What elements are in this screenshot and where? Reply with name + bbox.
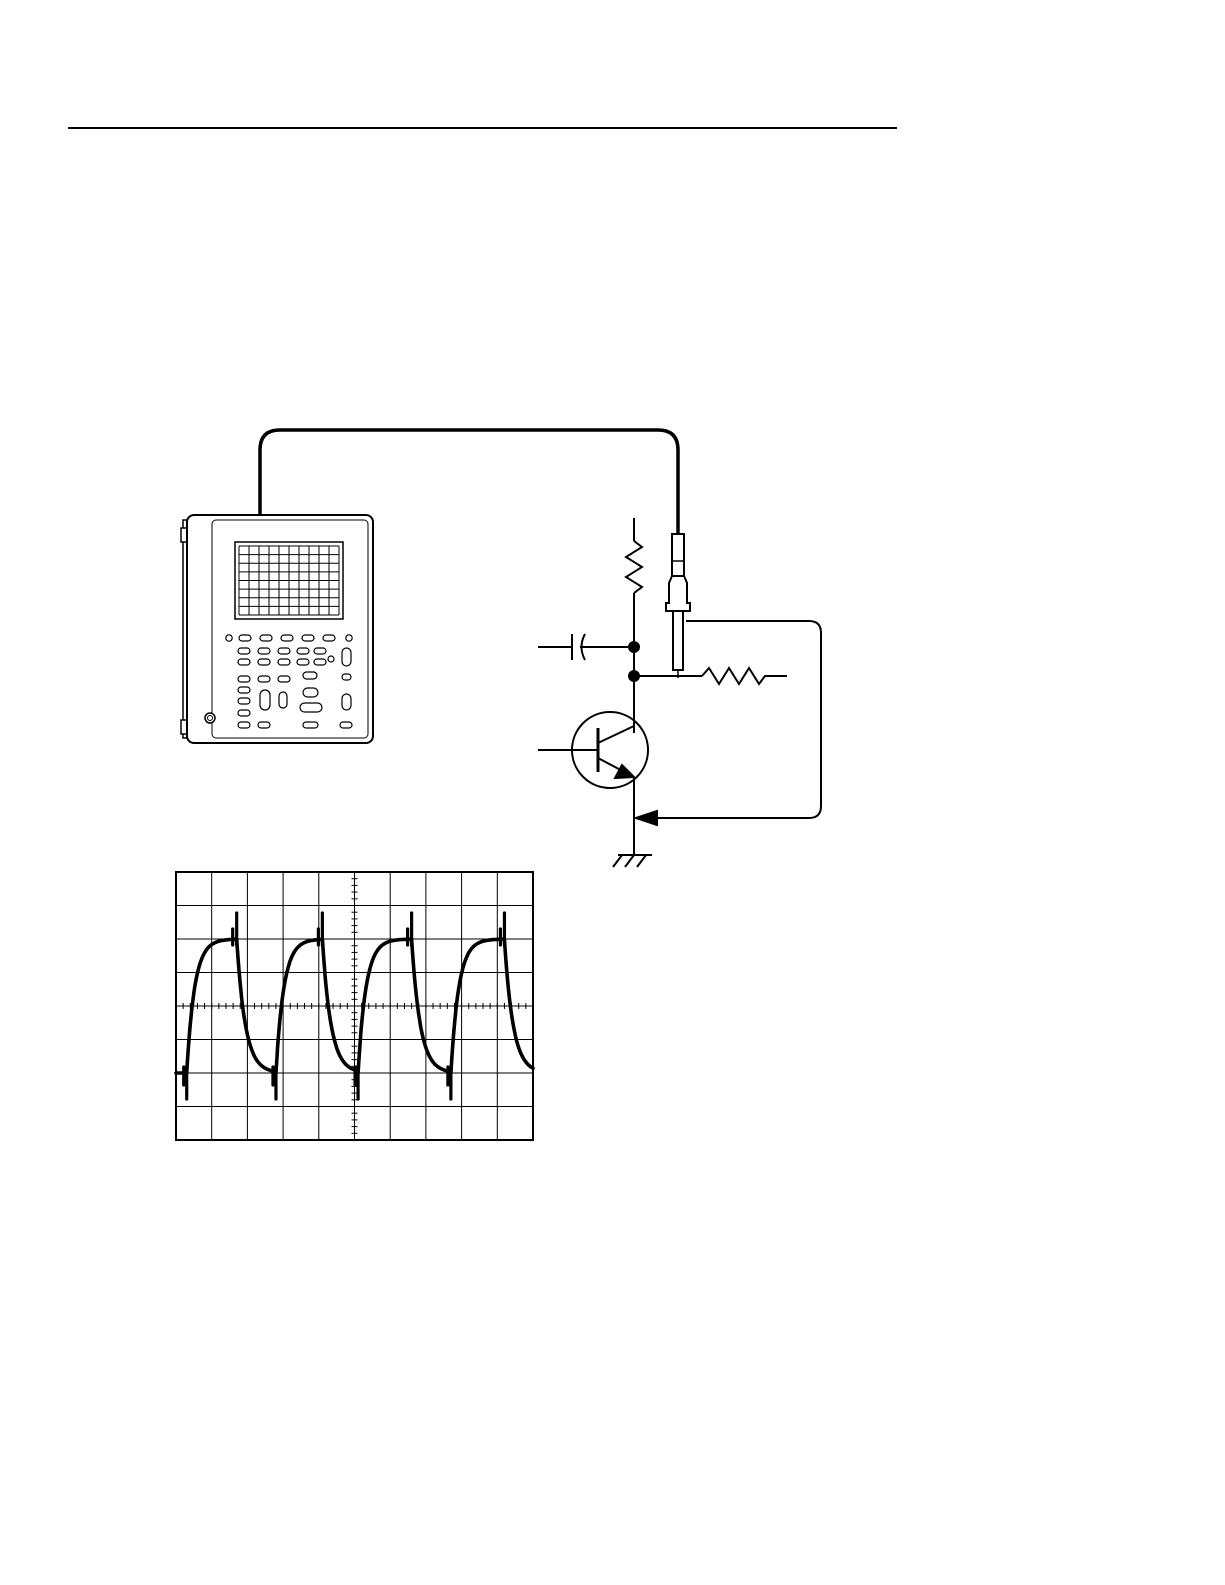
keypad-tall-key	[342, 694, 351, 710]
instrument-power-indicator-inner	[208, 716, 213, 721]
keypad-key	[258, 648, 270, 654]
keypad-key	[297, 648, 309, 654]
keypad-key	[340, 722, 352, 728]
ground-hatch-1	[613, 855, 622, 867]
keypad-round-key	[226, 635, 232, 641]
keypad-key	[278, 676, 290, 682]
keypad-key	[258, 676, 270, 682]
probe	[666, 534, 690, 678]
keypad-key	[342, 674, 351, 680]
keypad-key	[238, 710, 250, 716]
keypad-wide-key	[300, 703, 322, 712]
keypad-key	[281, 635, 293, 641]
probe-barrel	[673, 611, 683, 670]
keypad-key	[260, 635, 272, 641]
keypad-key	[278, 648, 290, 654]
probe-collar	[666, 576, 690, 611]
handheld-oscilloscope	[181, 515, 373, 743]
load-resistor	[702, 668, 787, 684]
keypad-key	[238, 722, 250, 728]
keypad-key	[302, 635, 314, 641]
keypad-key	[278, 659, 290, 665]
keypad-small-round-key	[328, 656, 334, 662]
keypad-key	[297, 659, 309, 665]
ground-lead-clip-arrow	[636, 811, 657, 825]
keypad-key	[258, 659, 270, 665]
keypad-key	[238, 687, 250, 693]
keypad-tall-key	[260, 690, 270, 710]
keypad-key	[238, 698, 250, 704]
keypad-long-key	[342, 648, 351, 666]
keypad-key	[303, 722, 318, 728]
ground-hatch-2	[625, 855, 634, 867]
keypad-key	[258, 722, 270, 728]
keypad-key	[238, 676, 250, 682]
keypad-key	[239, 635, 251, 641]
keypad-round-key	[346, 635, 352, 641]
keypad-key	[238, 648, 250, 654]
keypad-key	[314, 648, 326, 654]
probe-handle	[672, 534, 684, 576]
collector-resistor	[626, 541, 642, 593]
emitter-arrow	[615, 765, 634, 778]
keypad-tall-key	[279, 692, 287, 708]
keypad-key	[323, 635, 335, 641]
oscilloscope-display	[176, 872, 533, 1140]
junction-dot-capacitor	[629, 642, 639, 652]
transistor-collector-leg	[598, 726, 634, 743]
keypad-key	[303, 672, 317, 679]
keypad-key	[238, 659, 250, 665]
keypad-key	[303, 688, 318, 697]
ground-hatch-3	[637, 855, 646, 867]
keypad-key	[314, 659, 326, 665]
